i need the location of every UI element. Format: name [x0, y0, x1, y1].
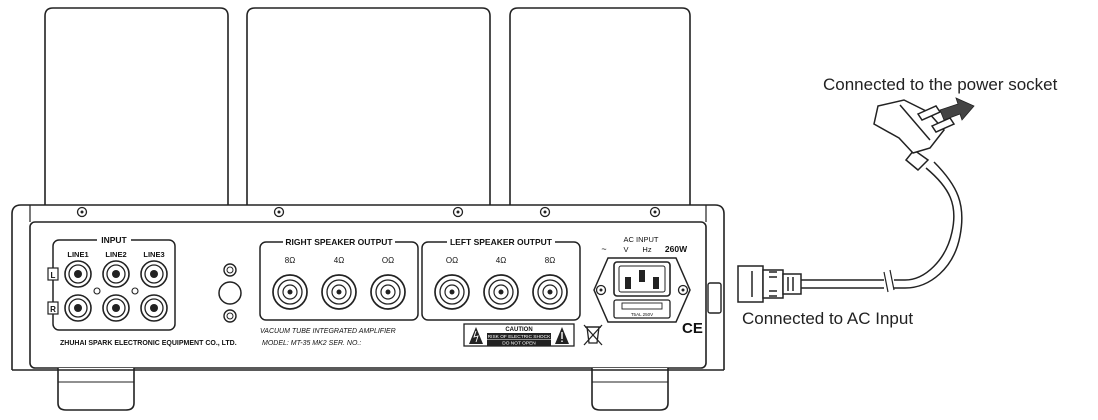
line3-label: LINE3	[143, 250, 164, 259]
shock-warning-icon	[469, 327, 483, 344]
power-cord-upper	[894, 167, 955, 281]
right-0ohm-label: OΩ	[382, 256, 394, 265]
channel-right-label: R	[50, 305, 56, 314]
line3-right-rca-jack[interactable]	[140, 294, 168, 322]
left-transformer-cover	[44, 7, 229, 205]
weee-bin-icon	[583, 324, 603, 346]
left-4ohm-label: 4Ω	[496, 256, 506, 265]
model-number: MODEL: MT-35 MK2 SER. NO.:	[262, 340, 361, 347]
channel-left-label: L	[51, 271, 56, 280]
ac-volts: V	[623, 245, 628, 254]
line2-left-rca-jack[interactable]	[102, 260, 130, 288]
fuse-rating: T5AL 250V	[631, 312, 653, 317]
ac-hertz: Hz	[642, 245, 651, 254]
left-speaker-title: LEFT SPEAKER OUTPUT	[450, 237, 553, 247]
left-0ohm-binding-post[interactable]	[434, 274, 470, 310]
ac-input-title: AC INPUT	[623, 235, 658, 244]
ac-watts: 260W	[665, 244, 688, 254]
left-8ohm-label: 8Ω	[545, 256, 555, 265]
line2-label: LINE2	[105, 250, 126, 259]
line1-right-rca-jack[interactable]	[64, 294, 92, 322]
line1-left-rca-jack[interactable]	[64, 260, 92, 288]
ce-mark: CE	[682, 320, 703, 337]
left-4ohm-binding-post[interactable]	[483, 274, 519, 310]
ac-input-callout: Connected to AC Input	[742, 309, 914, 328]
insert-arrow-icon	[939, 97, 975, 121]
line3-left-rca-jack[interactable]	[140, 260, 168, 288]
iec-plug	[737, 265, 802, 303]
right-8ohm-binding-post[interactable]	[272, 274, 308, 310]
right-0ohm-binding-post[interactable]	[370, 274, 406, 310]
input-title: INPUT	[101, 235, 127, 245]
left-0ohm-label: OΩ	[446, 256, 458, 265]
center-transformer-cover	[246, 7, 491, 205]
line1-label: LINE1	[67, 250, 88, 259]
line2-right-rca-jack[interactable]	[102, 294, 130, 322]
ac-tilde: ~	[601, 244, 606, 254]
power-switch	[707, 282, 722, 314]
left-8ohm-binding-post[interactable]	[532, 274, 568, 310]
caution-line-1: RISK OF ELECTRIC SHOCK	[488, 334, 551, 340]
right-foot	[591, 368, 669, 411]
power-plug	[873, 99, 956, 172]
right-8ohm-label: 8Ω	[285, 256, 295, 265]
manufacturer: ZHUHAI SPARK ELECTRONIC EQUIPMENT CO., L…	[60, 340, 237, 347]
right-4ohm-binding-post[interactable]	[321, 274, 357, 310]
power-socket-callout: Connected to the power socket	[823, 75, 1058, 94]
ground-terminal	[223, 263, 237, 277]
right-4ohm-label: 4Ω	[334, 256, 344, 265]
caution-line-2: DO NOT OPEN	[502, 341, 536, 347]
right-speaker-title: RIGHT SPEAKER OUTPUT	[285, 237, 393, 247]
left-foot	[57, 368, 135, 411]
caution-title: CAUTION	[505, 327, 532, 333]
right-transformer-cover	[509, 7, 691, 205]
panel-knob	[218, 281, 242, 305]
product-name: VACUUM TUBE INTEGRATED AMPLIFIER	[260, 328, 396, 335]
